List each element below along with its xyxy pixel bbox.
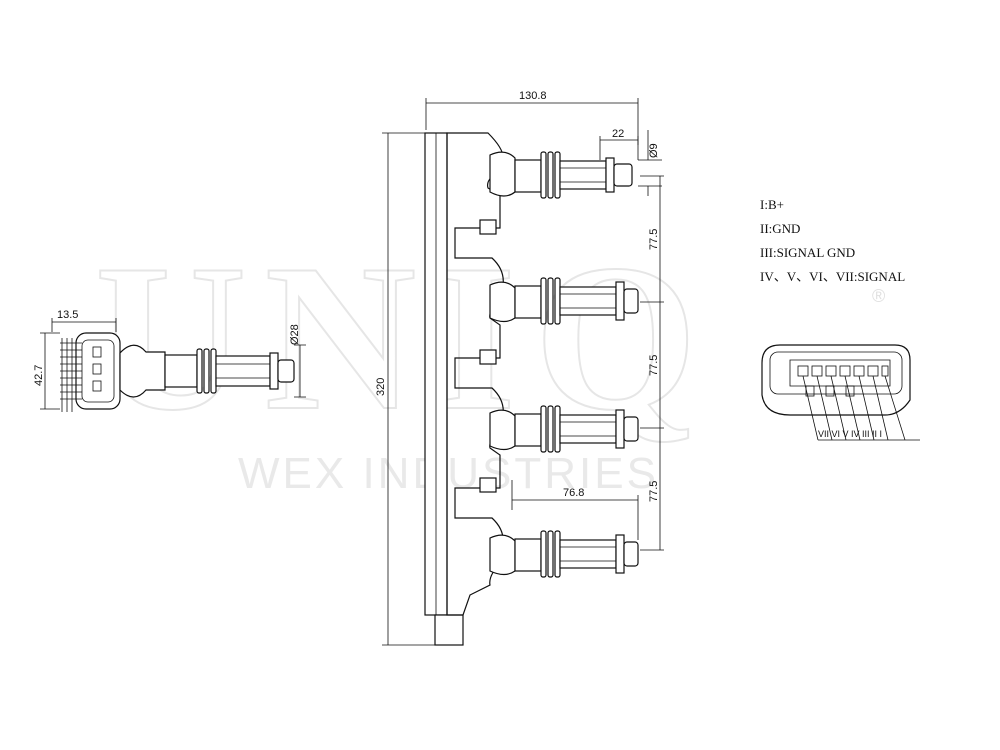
dim-overall-width: 130.8 — [519, 90, 547, 102]
dim-pitch-1: 77.5 — [648, 229, 660, 250]
pinout-legend: I:B+ II:GND III:SIGNAL GND IV、V、VI、VII:S… — [760, 197, 905, 284]
watermark-company: WEX INDUSTRIES — [238, 449, 659, 498]
pinout-item: IV、V、VI、VII:SIGNAL — [760, 269, 905, 284]
coil-tower-2 — [489, 277, 639, 325]
pinout-item: III:SIGNAL GND — [760, 245, 855, 260]
dim-pitch-2: 77.5 — [648, 355, 660, 376]
dim-pitch-3: 77.5 — [648, 481, 660, 502]
pinout-item: I:B+ — [760, 197, 784, 212]
dim-side-width: 13.5 — [57, 309, 78, 321]
coil-tower-4 — [489, 530, 639, 578]
dim-side-height: 42.7 — [33, 365, 45, 386]
connector-face: VII VI V IV III II I — [761, 344, 920, 441]
watermark-registered: ® — [872, 286, 885, 306]
dim-terminal-length: 22 — [612, 128, 624, 140]
dim-boot-offset: 76.8 — [563, 487, 584, 499]
dim-total-length: 320 — [375, 378, 387, 396]
coil-rail-main-view: 130.8 22 Ø9 320 77.5 77.5 77.5 76.8 — [375, 90, 664, 646]
dim-terminal-diameter: Ø9 — [648, 143, 660, 158]
connector-pin-labels: VII VI V IV III II I — [818, 429, 882, 439]
dim-boot-diameter: Ø28 — [289, 324, 301, 345]
coil-tower-3 — [489, 405, 639, 453]
pinout-item: II:GND — [760, 221, 800, 236]
coil-tower-1 — [489, 151, 633, 199]
side-view: 13.5 42.7 Ø28 — [33, 309, 306, 412]
